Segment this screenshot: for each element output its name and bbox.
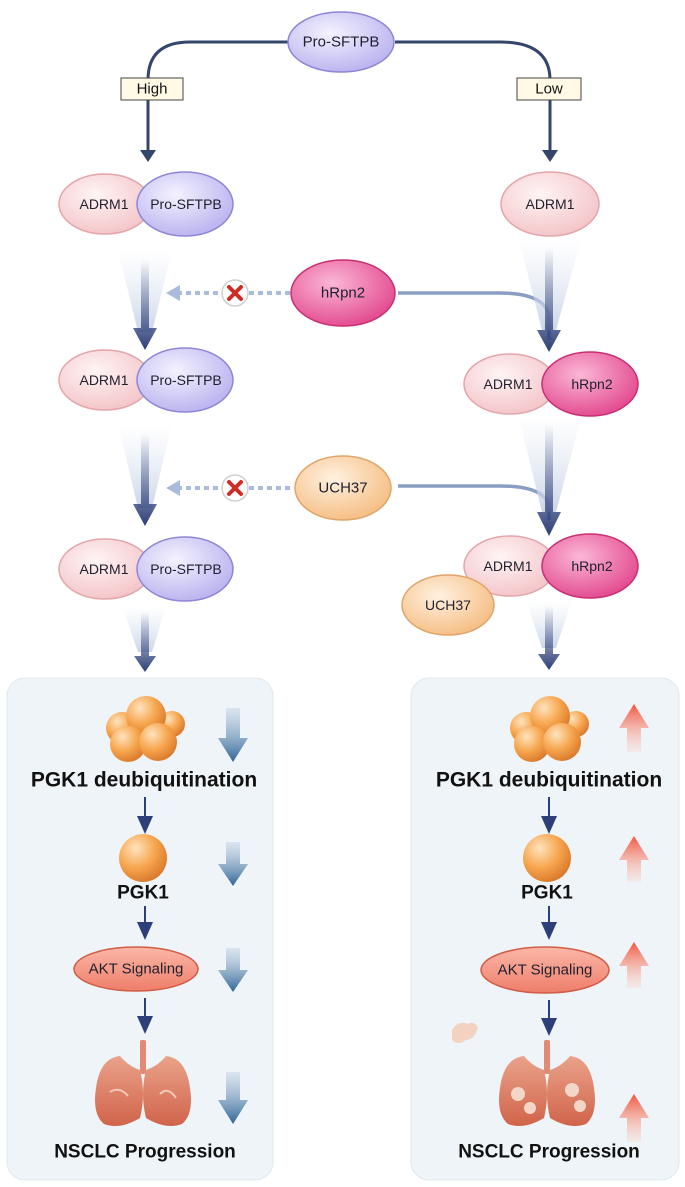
adrm1-label: ADRM1 [483,376,532,392]
right-complex-2: ADRM1 hRpn2 [463,351,639,417]
uch37-to-right-line [398,484,551,520]
protein-sphere-icon [523,834,571,882]
low-box: Low [516,77,582,101]
blocked-arrowhead-hrpn2 [166,285,180,301]
trend-down-icon [218,708,248,762]
uch37-node: UCH37 [294,455,392,521]
flow-arrow-right-3 [538,606,560,670]
blocked-arrowhead-uch37 [166,480,180,496]
trend-down-icon [218,948,248,992]
trend-up-icon [619,1094,649,1142]
akt-signaling-label: AKT Signaling [498,962,593,979]
left-complex-2: ADRM1 Pro-SFTPB [58,347,234,413]
pro-sftpb-label: Pro-SFTPB [150,372,222,388]
block-x-icon [221,279,249,307]
hrpn2-label: hRpn2 [571,558,612,574]
arrowhead-high [140,150,156,162]
trend-down-icon [218,842,248,886]
akt-signaling-node: AKT Signaling [480,946,610,994]
trend-up-icon [619,942,649,988]
pgk1-label: PGK1 [521,883,573,904]
trend-up-icon [619,836,649,882]
uch37-label: UCH37 [318,480,367,497]
protein-cluster-icon [106,696,185,762]
high-box: High [120,77,184,101]
nsclc-progression-label: NSCLC Progression [54,1142,236,1163]
high-label: High [137,81,168,98]
adrm1-label: ADRM1 [79,561,128,577]
pro-sftpb-label: Pro-SFTPB [150,196,222,212]
flow-arrow-right-1 [537,248,561,352]
hrpn2-label: hRpn2 [321,285,365,302]
pro-sftpb-node: Pro-SFTPB [287,11,395,73]
right-complex-3: ADRM1 hRpn2 UCH37 [401,533,639,636]
adrm1-label: ADRM1 [79,372,128,388]
akt-signaling-node: AKT Signaling [73,946,199,992]
nsclc-progression-label: NSCLC Progression [458,1142,640,1163]
uch37-label: UCH37 [425,597,471,613]
hrpn2-to-right-line [398,291,551,340]
lung-icon [95,1040,191,1126]
pgk1-deubiquitination-label: PGK1 deubiquitination [31,769,257,792]
pro-sftpb-label: Pro-SFTPB [303,34,380,51]
lung-icon [499,1040,595,1126]
arrowhead-low [542,150,558,162]
low-label: Low [535,81,563,98]
left-complex-3: ADRM1 Pro-SFTPB [58,536,234,602]
adrm1-label: ADRM1 [525,196,574,212]
hrpn2-node: hRpn2 [290,259,396,327]
pgk1-label: PGK1 [117,883,169,904]
protein-cluster-icon [510,696,589,762]
flow-arrow-right-2 [537,424,561,536]
trend-up-icon [619,704,649,752]
flow-arrow-left-3 [134,612,156,672]
pro-sftpb-label: Pro-SFTPB [150,561,222,577]
adrm1-label: ADRM1 [483,558,532,574]
protein-sphere-icon [119,834,167,882]
flow-arrow-left-2 [133,434,157,526]
left-complex-1: ADRM1 Pro-SFTPB [58,171,234,237]
pgk1-deubiquitination-label: PGK1 deubiquitination [436,769,662,792]
trend-down-icon [218,1072,248,1124]
hrpn2-label: hRpn2 [571,376,612,392]
flow-arrow-left-1 [133,260,157,350]
tumor-fragment-icon [452,1022,478,1043]
right-complex-1: ADRM1 [500,171,600,237]
adrm1-label: ADRM1 [79,196,128,212]
akt-signaling-label: AKT Signaling [89,961,184,978]
block-x-icon [221,474,249,502]
